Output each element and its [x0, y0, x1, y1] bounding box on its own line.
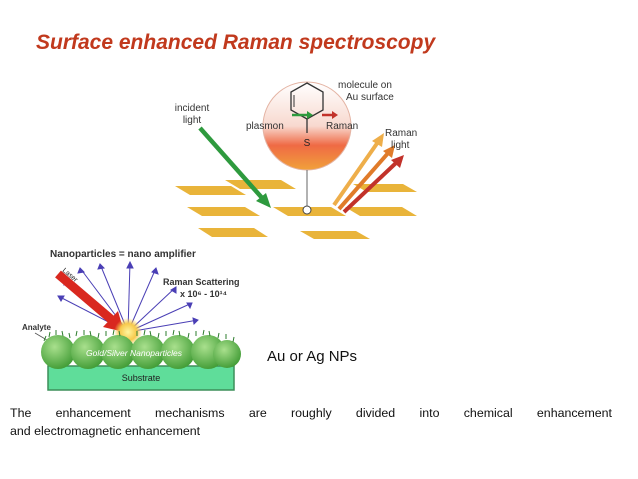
- raman-label: Raman: [326, 121, 358, 132]
- raman-light-label-2: light: [391, 140, 410, 151]
- top-figure-labels: incident light molecule on Au surface pl…: [175, 80, 417, 151]
- raman-small-arrow: [322, 111, 338, 119]
- slide-title: Surface enhanced Raman spectroscopy: [36, 31, 436, 54]
- substrate-label: Substrate: [122, 373, 161, 383]
- nanoparticles: Gold/Silver Nanoparticles: [41, 335, 241, 369]
- analyte-molecules: [43, 329, 235, 343]
- nano-amplifier-title: Nanoparticles = nano amplifier: [50, 249, 196, 260]
- raman-scattering-label: Raman Scattering x 10⁶ - 10¹⁴: [163, 277, 240, 299]
- incident-label-1: incident: [175, 103, 210, 114]
- molecule-sphere: S: [262, 81, 352, 215]
- scatter-label-1: Raman Scattering: [163, 277, 240, 287]
- nanoparticle-caption: Au or Ag NPs: [267, 348, 358, 365]
- raman-light-label-1: Raman: [385, 128, 417, 139]
- body-line-1: The enhancement mechanisms are roughly d…: [10, 406, 612, 420]
- scatter-label-2: x 10⁶ - 10¹⁴: [180, 289, 227, 299]
- plasmon-arrow: [292, 111, 313, 119]
- incident-label-2: light: [183, 115, 202, 126]
- body-line-2: and electromagnetic enhancement: [10, 424, 201, 438]
- np-label: Gold/Silver Nanoparticles: [86, 348, 183, 358]
- plasmon-label: plasmon: [246, 121, 284, 132]
- substrate: Substrate: [47, 365, 235, 391]
- sulfur-label: S: [304, 138, 311, 149]
- laser-arrow: Laser: [55, 267, 124, 332]
- raman-light-arrows: [332, 133, 404, 214]
- molecule-label-1: molecule on: [338, 80, 392, 91]
- incident-light-arrow: [198, 126, 271, 208]
- gold-plates: [175, 180, 417, 239]
- analyte-label: Analyte: [22, 323, 51, 332]
- molecule-label-2: Au surface: [346, 92, 394, 103]
- body-paragraph: The enhancement mechanisms are roughly d…: [10, 404, 612, 440]
